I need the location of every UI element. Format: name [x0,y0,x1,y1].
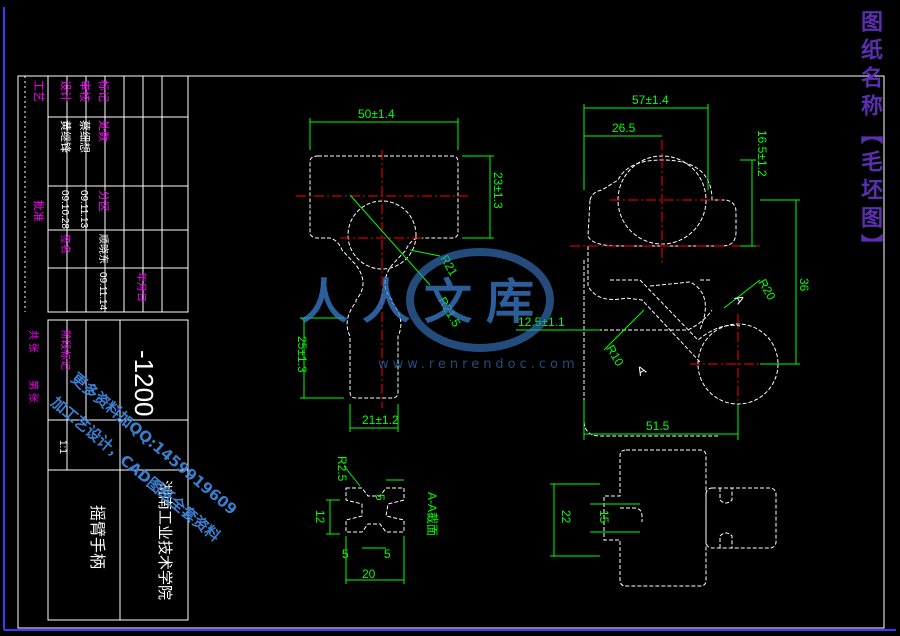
front-view-dimensions [300,118,494,432]
tb-date-label: 年月日 [135,272,148,302]
top-view [603,449,777,587]
section-a-a-dim-texts: R2.5 12 5 5 5 20 A-A截面 [313,456,439,581]
tb-row-label-3: 分区 [97,190,110,212]
tb-role-process: 工艺 [32,80,45,102]
dim-front-bottom-width: 21±1.2 [362,413,399,427]
tb-sheet-no: 第 张 [27,380,40,403]
tb-sheet-total: 共 张 [27,330,39,353]
watermark: 人人文库 www.renrendoc.com 更多资料加QQ:145991960… [47,248,579,545]
tb-stage-label: 阶段标记 [59,330,72,370]
tb-part-number: -1200 [129,350,159,417]
dim-section-w2: 5 [342,547,349,561]
dim-front-height-top: 23±1.3 [491,172,505,209]
dim-side-height: 36 [797,278,811,292]
dim-section-w1: 5 [373,494,387,501]
section-title: A-A截面 [425,492,439,536]
side-section-mark-bottom: A [635,362,649,378]
dim-front-width: 50±1.4 [358,107,395,121]
side-view-centerlines [570,140,786,414]
dim-front-bottom-height: 25±1.3 [295,336,309,373]
top-view-dimensions [550,483,640,557]
tb-part-name: 摇臂手柄 [88,505,106,569]
tb-name-reviewer: 蔡细想 [78,120,92,153]
watermark-ring [406,248,554,352]
section-a-a-dimensions [326,465,405,584]
tb-approver: 顺晓东 [97,234,110,264]
drawing-title: 图纸名称【毛坯图】 [857,10,883,262]
front-view-centerlines [296,150,470,408]
tb-scale: 1:1 [57,440,68,454]
tb-date-1: 09.10.28 [59,190,70,229]
dim-side-height-top: 16.5±1.2 [755,130,769,177]
dim-side-partial-width: 26.5 [612,121,636,135]
tb-row-label-1: 标记 [97,80,111,102]
title-block-texts: 设计 黄继锋 09.10.28 签名 审核 蔡细想 09.11.13 标记 处数… [27,80,174,600]
dim-section-width: 20 [362,567,376,581]
side-view [583,155,779,437]
dim-side-total-width: 57±1.4 [632,93,669,107]
drawing-border [17,75,885,629]
side-view-dimensions [516,104,800,440]
tb-date-3: 09.11.14 [97,272,108,311]
tb-date-2: 09.11.13 [78,190,89,229]
top-view-dim-texts: 22 15 [559,510,611,524]
watermark-url: www.renrendoc.com [378,357,579,372]
dim-top-inner: 15 [597,510,611,524]
watermark-brand: 人人文库 [300,274,548,330]
tb-role-review: 审核 [78,80,92,102]
dim-top-height: 22 [559,510,573,524]
dim-section-r: R2.5 [335,456,349,482]
tb-school: 湖南工业技术学院 [156,480,174,600]
dim-side-r10: R10 [603,343,626,369]
side-section-mark-top: A [731,293,747,307]
side-view-dim-texts: 57±1.4 26.5 16.5±1.2 36 12.5±1.1 51.5 R2… [518,93,811,433]
tb-sign-label: 签名 [59,234,72,254]
tb-row-label-2: 处数 [97,120,110,142]
tb-role-approve: 批准 [32,200,46,222]
dim-section-w3: 5 [384,547,391,561]
front-view-dim-texts: 50±1.4 23±1.3 25±1.3 21±1.2 R21 R21.5 [295,107,505,427]
tb-name-designer: 黄继锋 [59,120,73,153]
tb-role-design: 设计 [59,80,72,102]
dim-section-h: 12 [313,510,327,524]
dim-side-r20: R20 [755,277,778,303]
dim-side-bottom-width: 51.5 [646,419,670,433]
title-block [24,75,189,621]
